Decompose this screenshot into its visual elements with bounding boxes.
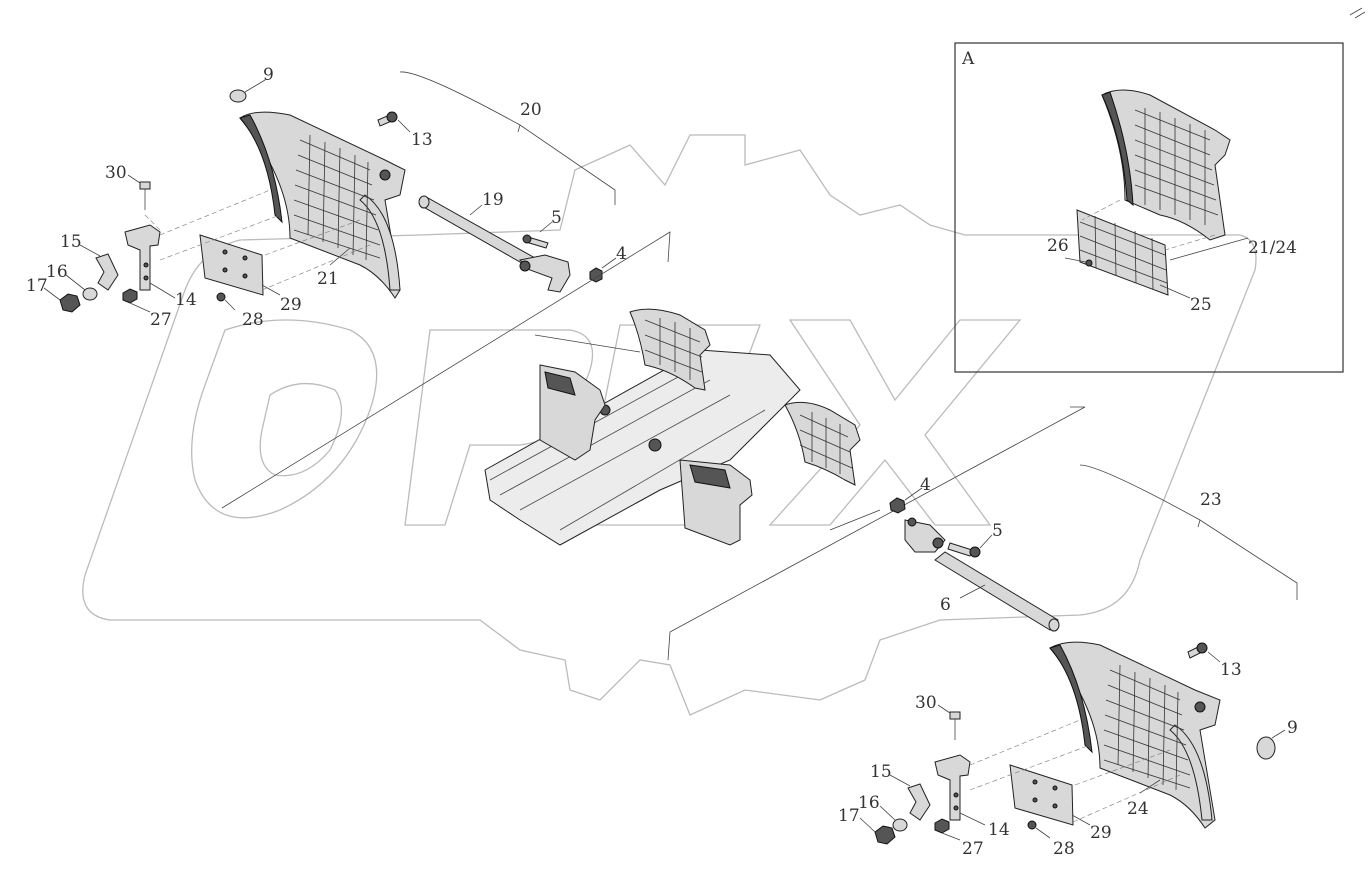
callout-9: 9 [263,65,274,85]
callout-5: 5 [551,208,562,228]
callout-4: 4 [616,244,627,264]
callout-15b: 15 [870,762,892,782]
callout-17: 17 [26,276,48,296]
detail-plate-25 [1076,209,1169,296]
callout-17b: 17 [838,806,860,826]
callout-13: 13 [411,130,433,150]
callout-13b: 13 [1220,660,1242,680]
screw-26 [1085,259,1093,267]
upper-left-step-assembly: 9 21 13 30 14 15 16 [26,65,627,330]
callout-25: 25 [1190,295,1212,315]
callout-28b: 28 [1053,839,1075,859]
washer-16 [82,287,98,301]
detail-step-assembly [1101,89,1231,241]
callout-5b: 5 [992,521,1003,541]
callout-16: 16 [46,262,68,282]
callout-19: 19 [482,190,504,210]
lower-right-step-assembly: 4 5 6 23 24 13 [838,464,1298,859]
callout-23: 23 [1200,490,1222,510]
callout-30: 30 [105,163,127,183]
callout-9b: 9 [1287,718,1298,738]
detail-view-a: A 26 21/24 25 [954,42,1344,373]
callout-27: 27 [150,310,172,330]
callout-15: 15 [60,232,82,252]
callout-14b: 14 [988,820,1010,840]
bolt-13 [386,111,398,123]
callout-21-24: 21/24 [1248,238,1297,258]
corner-mark [1349,7,1366,19]
detail-view-label: A [961,49,975,69]
callout-27b: 27 [962,839,984,859]
callout-28: 28 [242,310,264,330]
callout-21: 21 [317,269,339,289]
grommet-9 [229,89,247,103]
callout-29: 29 [280,295,302,315]
callout-29b: 29 [1090,823,1112,843]
callout-4b: 4 [920,475,931,495]
callout-20: 20 [520,100,542,120]
callout-30b: 30 [915,693,937,713]
callout-6: 6 [940,595,951,615]
center-frame-assembly [221,231,1086,661]
callout-16b: 16 [858,793,880,813]
callout-26: 26 [1047,236,1069,256]
callout-14: 14 [175,290,197,310]
callout-24: 24 [1127,799,1149,819]
bolt-28 [216,292,226,302]
